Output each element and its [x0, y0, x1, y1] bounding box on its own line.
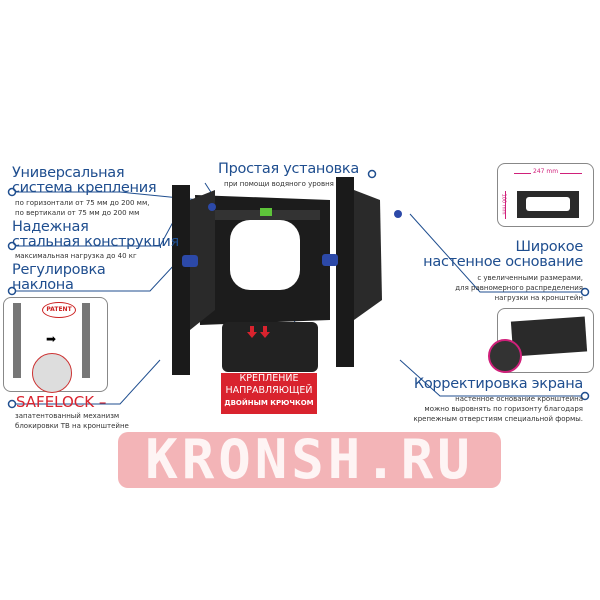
spirit-level-icon: [260, 208, 272, 216]
left-arm: [172, 185, 190, 375]
correction-diagram: [488, 308, 594, 373]
dimension-diagram: 247 mm 100 mm: [497, 163, 594, 227]
steel-desc: максимальная нагрузка до 40 кг: [15, 252, 137, 260]
right-arm: [336, 177, 354, 367]
universal-desc: по горизонтали от 75 мм до 200 мм,по вер…: [15, 199, 150, 217]
arrow-right-icon: ➡: [46, 332, 57, 346]
install-title: Простая установка: [218, 161, 359, 177]
wide-base-desc: с увеличенными размерами,для равномерног…: [455, 274, 583, 302]
install-desc: при помощи водяного уровня: [224, 180, 334, 188]
correction-title: Корректировка экрана: [413, 376, 583, 392]
height-label: 100 mm: [500, 193, 507, 215]
wall-plate: [195, 195, 330, 325]
watermark: KRONSH.RU: [118, 432, 501, 488]
width-label: 247 mm: [531, 168, 561, 175]
safelock-diagram: PATENT ➡: [3, 297, 108, 393]
patent-badge: PATENT: [42, 302, 76, 318]
safelock-title: SAFELOCK –: [16, 393, 107, 411]
